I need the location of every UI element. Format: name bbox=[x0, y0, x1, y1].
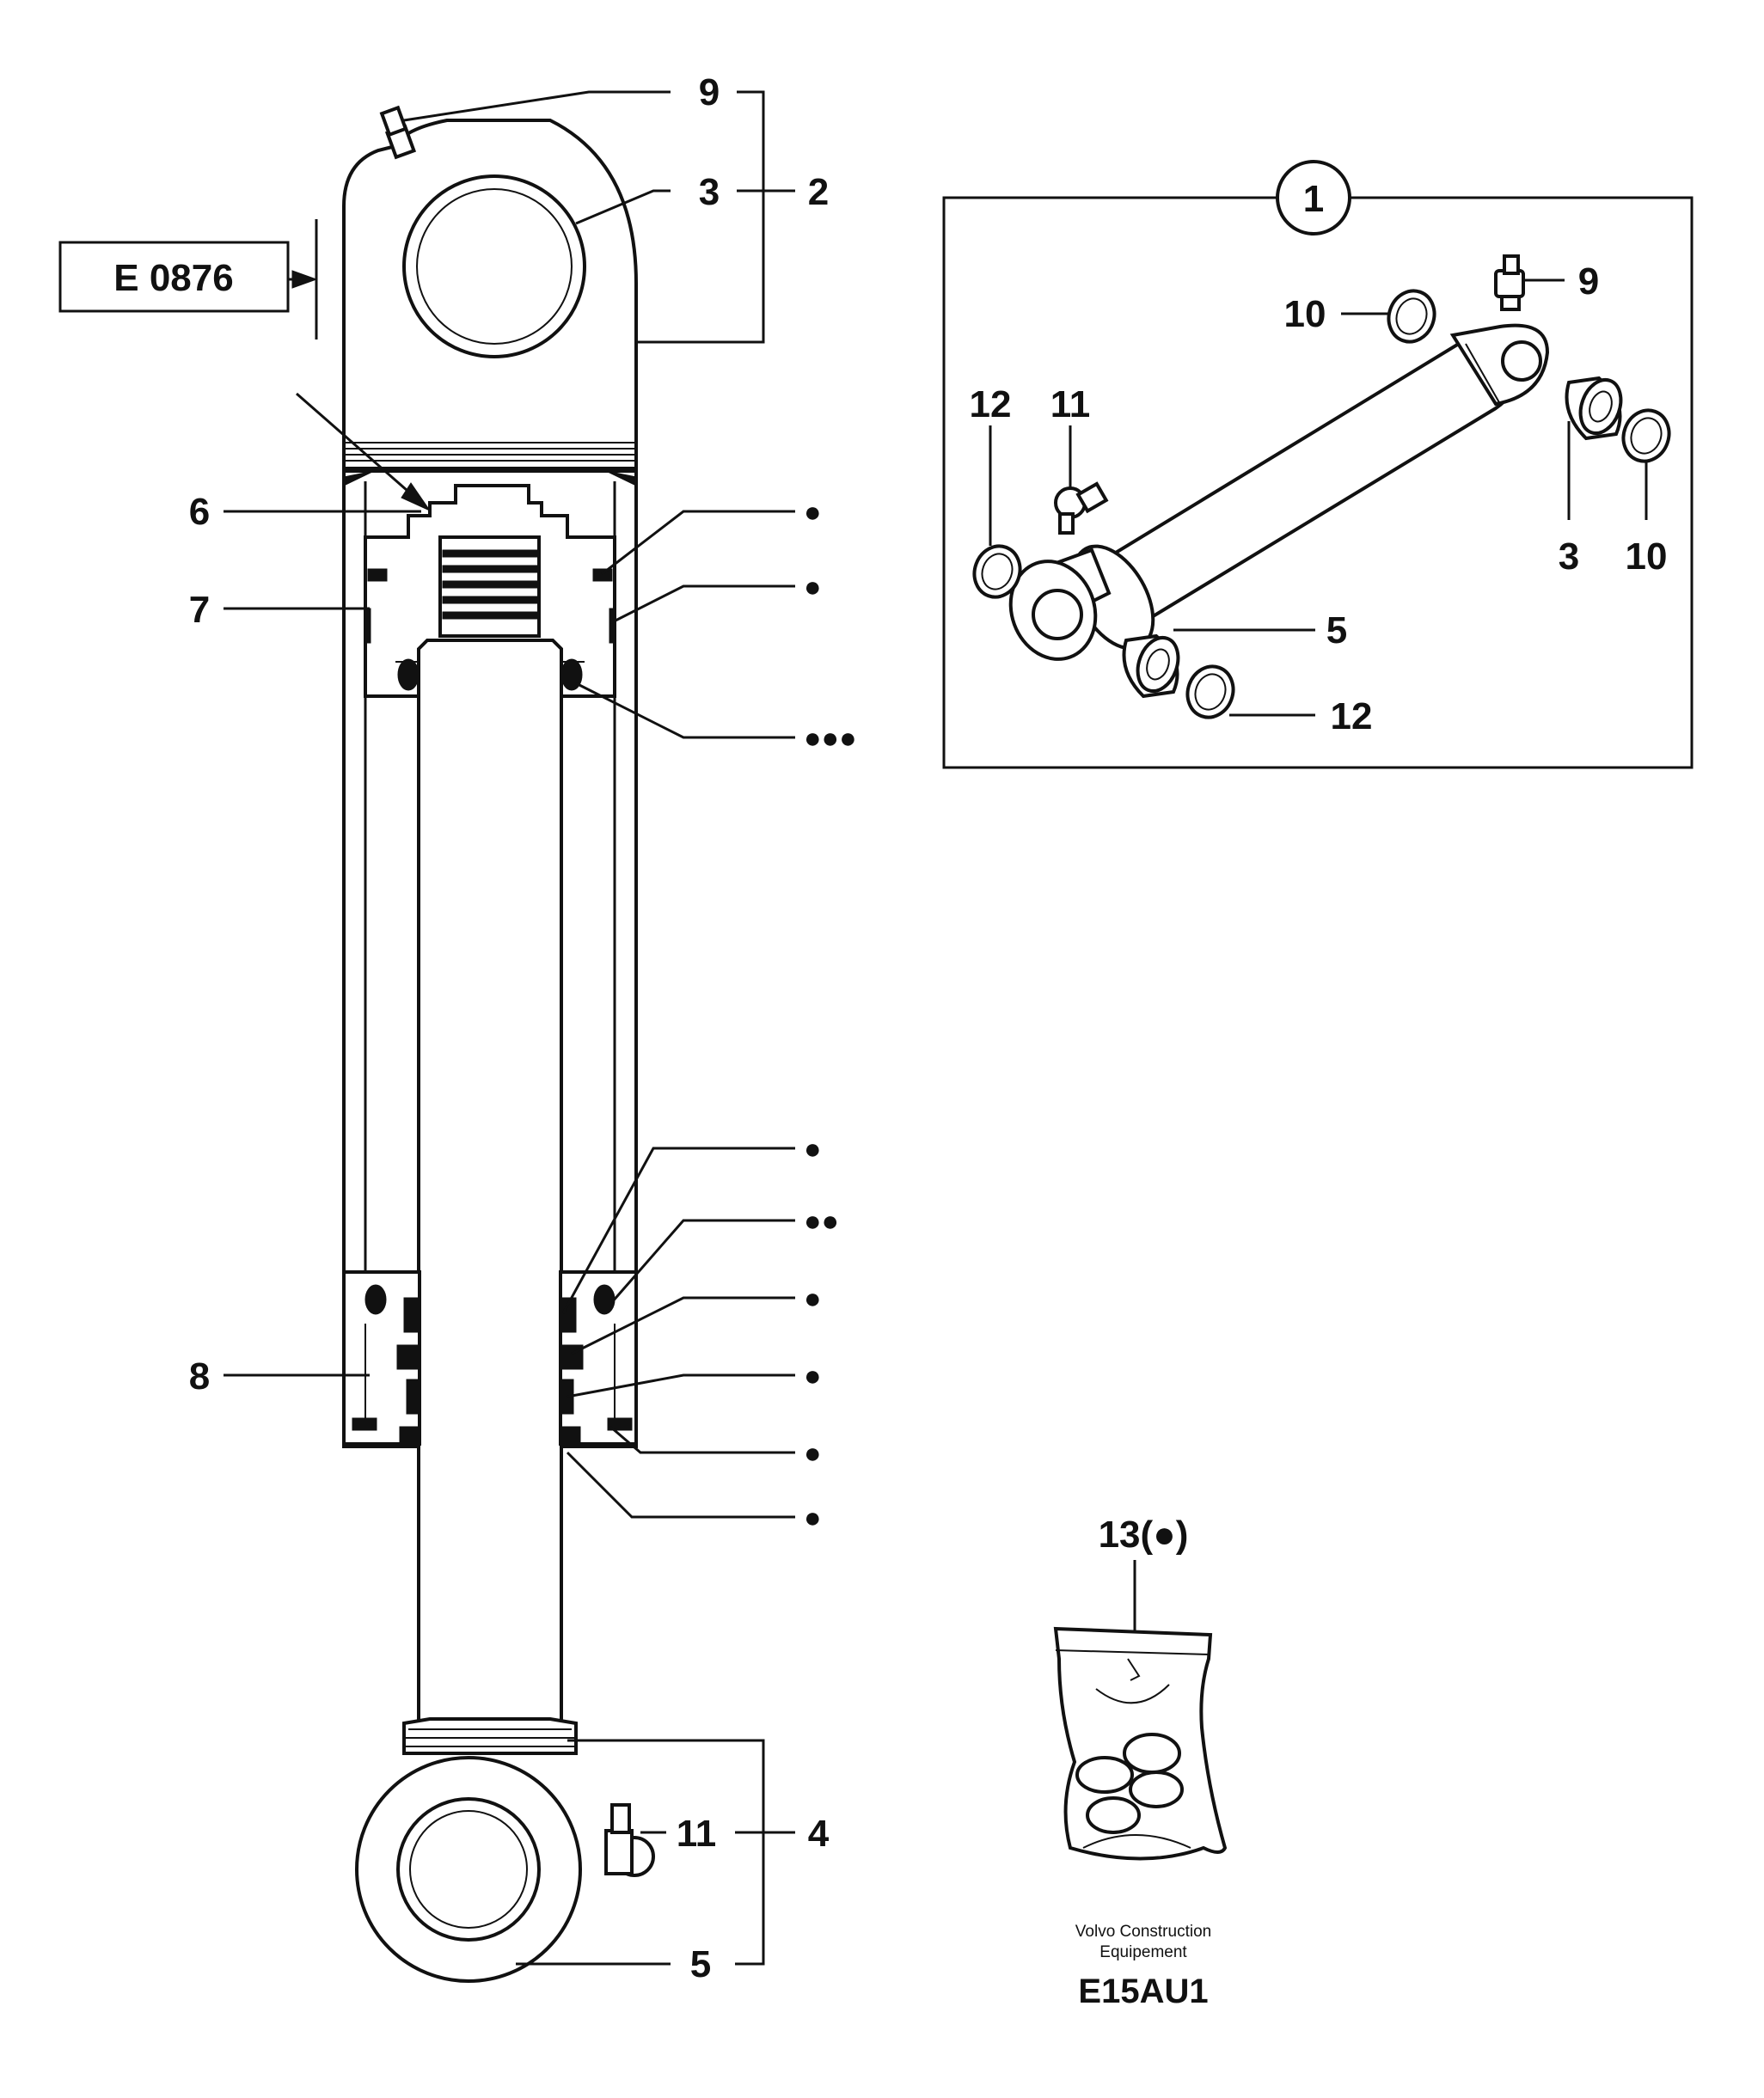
kit-label-12-left: 12 bbox=[970, 383, 1012, 425]
grease-nipple-top-icon bbox=[379, 105, 417, 160]
seal-marker-9: ● bbox=[804, 1502, 822, 1534]
label-3: 3 bbox=[699, 171, 720, 213]
label-1: 1 bbox=[1303, 178, 1324, 220]
top-bushing-outer bbox=[402, 174, 586, 358]
leader-lines bbox=[224, 90, 795, 1966]
kit-label-9: 9 bbox=[1578, 260, 1599, 303]
kit-label-12-bottom: 12 bbox=[1331, 695, 1373, 737]
seal-marker-7: ● bbox=[804, 1360, 822, 1392]
seal-marker-5: ●● bbox=[804, 1205, 839, 1238]
thread-lines bbox=[442, 549, 538, 620]
figure-id: E15AU1 bbox=[1078, 1973, 1208, 2010]
section-pointer-arrow-icon bbox=[401, 482, 432, 512]
kit-grease-nipple-9-icon bbox=[1494, 254, 1525, 311]
label-7: 7 bbox=[189, 589, 210, 631]
label-8: 8 bbox=[189, 1355, 210, 1398]
kit-ring-10-right bbox=[1621, 408, 1671, 463]
label-5-main: 5 bbox=[690, 1943, 711, 1985]
bottom-bushing-inner bbox=[409, 1810, 528, 1929]
seal-marker-6: ● bbox=[804, 1282, 822, 1315]
seal-marker-8: ● bbox=[804, 1437, 822, 1470]
label-4: 4 bbox=[808, 1813, 830, 1855]
label-2: 2 bbox=[808, 171, 829, 213]
kit-label-3: 3 bbox=[1559, 535, 1579, 578]
kit-inset: 1 bbox=[942, 160, 1694, 769]
kit-ring-10-top bbox=[1387, 289, 1436, 344]
piston-rod bbox=[417, 639, 563, 1738]
seal-marker-1: ● bbox=[804, 496, 822, 529]
document-code: E 0876 bbox=[113, 257, 233, 299]
seal-kit-bag: 13(●) bbox=[1053, 1514, 1228, 1861]
iso-cylinder bbox=[1008, 323, 1550, 661]
label-6: 6 bbox=[189, 491, 210, 533]
seal-marker-3: ●●● bbox=[804, 722, 857, 755]
kit-callout-circle bbox=[1276, 160, 1351, 235]
kit-label-5: 5 bbox=[1326, 609, 1347, 651]
kit-label-11: 11 bbox=[1050, 383, 1091, 425]
grease-nipple-bottom-icon bbox=[604, 1803, 655, 1877]
top-bushing-inner bbox=[416, 188, 573, 345]
kit-label-10-right: 10 bbox=[1626, 535, 1668, 578]
brand-line-2: Equipement bbox=[1099, 1943, 1187, 1961]
kit-label-10-top: 10 bbox=[1284, 293, 1326, 335]
seal-marker-2: ● bbox=[804, 571, 822, 603]
seal-marker-4: ● bbox=[804, 1133, 822, 1165]
document-code-box: E 0876 bbox=[58, 219, 318, 339]
label-11-main: 11 bbox=[677, 1813, 717, 1855]
label-13: 13(●) bbox=[1099, 1514, 1189, 1556]
rod-thread bbox=[402, 1717, 578, 1755]
main-cylinder-section bbox=[342, 105, 655, 1983]
brand-line-1: Volvo Construction bbox=[1075, 1923, 1211, 1941]
section-pointer-line bbox=[296, 392, 422, 505]
label-9: 9 bbox=[699, 71, 720, 113]
bottom-bushing-outer bbox=[396, 1797, 541, 1942]
